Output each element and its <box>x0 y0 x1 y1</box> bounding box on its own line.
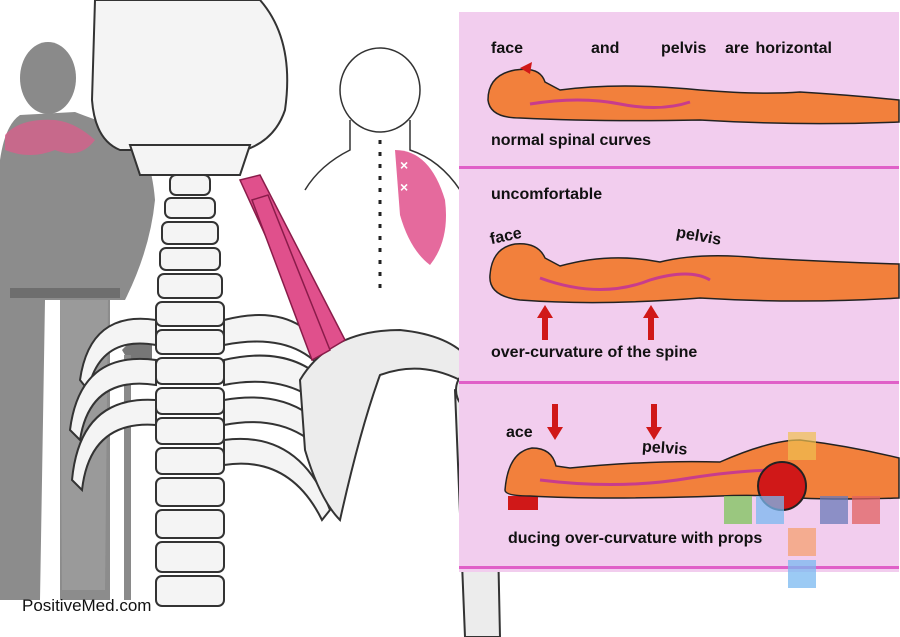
panel3-caption: ducing over-curvature with props <box>508 530 763 547</box>
panel-divider-2 <box>459 381 899 384</box>
panel1-face-label: face <box>491 40 524 57</box>
up-arrow-2 <box>643 305 659 340</box>
up-arrow-1 <box>537 305 553 340</box>
panel3-pelvis-label: pelvis <box>641 438 688 459</box>
panel1-caption: normal spinal curves <box>491 132 652 149</box>
down-arrow-2 <box>646 404 662 440</box>
panel1-and-label: and <box>591 40 620 57</box>
head-prop <box>508 496 538 510</box>
body-overcurved <box>489 243 900 340</box>
down-arrow-1 <box>547 404 563 440</box>
panel3-face-label: ace <box>506 424 533 441</box>
svg-text:×: × <box>400 179 408 195</box>
body-normal <box>487 62 900 125</box>
panel-divider-1 <box>459 166 899 169</box>
panel2-title: uncomfortable <box>491 186 603 203</box>
body-with-props <box>504 404 900 588</box>
panel1-horizontal-label: are horizontal <box>725 40 832 57</box>
panel1-pelvis-label: pelvis <box>661 40 707 57</box>
neck-trigger-point-figure: × × <box>304 47 461 295</box>
svg-text:×: × <box>400 157 408 173</box>
levator-scapulae-muscle <box>238 174 346 362</box>
site-watermark: PositiveMed.com <box>22 596 152 615</box>
panel-divider-3 <box>459 566 899 569</box>
panel2-caption: over-curvature of the spine <box>491 344 698 361</box>
